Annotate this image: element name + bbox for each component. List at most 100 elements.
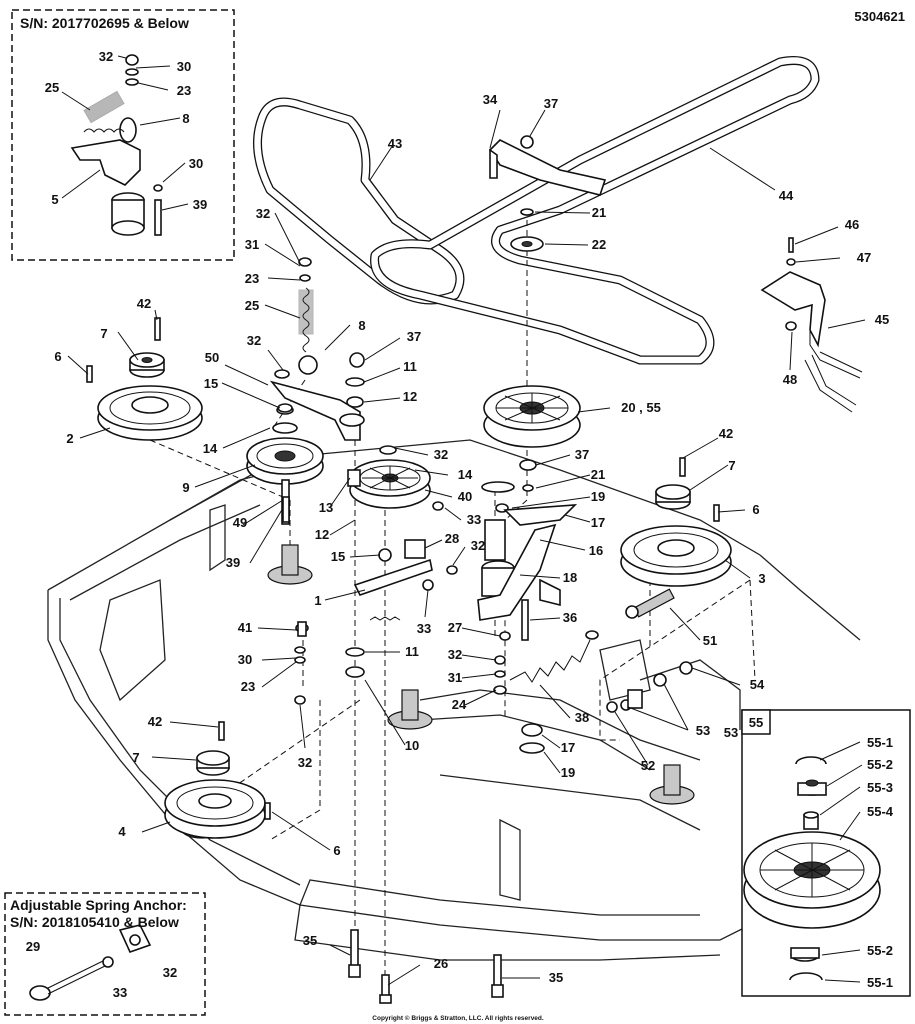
callout: 6: [54, 349, 61, 364]
callout: 41: [238, 620, 252, 635]
callout: 12: [315, 527, 329, 542]
callout: 33: [467, 512, 481, 527]
callout: 27: [448, 620, 462, 635]
inset-top-title: S/N: 2017702695 & Below: [20, 15, 189, 31]
callout: 7: [100, 326, 107, 341]
callout: 21: [592, 205, 606, 220]
callout: 32: [99, 49, 113, 64]
callout: 15: [204, 376, 218, 391]
callout: 42: [719, 426, 733, 441]
callout: 11: [403, 359, 417, 374]
callout: 14: [458, 467, 473, 482]
callout: 20 , 55: [621, 400, 661, 415]
diagram-number: 5304621: [854, 9, 905, 24]
inset-adjustable-spring-anchor: [4, 892, 206, 1016]
callout: 45: [875, 312, 889, 327]
pulley-4: [164, 721, 271, 839]
callout: 23: [177, 83, 191, 98]
belt-43: [253, 97, 465, 305]
callout: 9: [182, 480, 189, 495]
callout: 2: [66, 431, 73, 446]
callout: 33: [113, 985, 127, 1000]
callout: 32: [163, 965, 177, 980]
callout: 19: [591, 489, 605, 504]
callout: 23: [245, 271, 259, 286]
belt-44: [370, 56, 820, 365]
pulley-40: [349, 445, 431, 509]
callout: 18: [563, 570, 577, 585]
callout: 7: [132, 750, 139, 765]
callout: 51: [703, 633, 717, 648]
callout: 11: [405, 644, 419, 659]
callout: 42: [137, 296, 151, 311]
callout: 21: [591, 467, 605, 482]
callout: 8: [358, 318, 365, 333]
callout: 31: [245, 237, 259, 252]
callout: 14: [203, 441, 218, 456]
inset-sn-2017702695: [11, 9, 235, 261]
callout: 55-4: [867, 804, 894, 819]
inset-55-label: 55: [749, 715, 763, 730]
callout: 44: [779, 188, 794, 203]
callout: 55-1: [867, 735, 893, 750]
callout: 30: [177, 59, 191, 74]
callout: 22: [592, 237, 606, 252]
callout: 16: [589, 543, 603, 558]
inset-bottom-title-line1: Adjustable Spring Anchor:: [10, 897, 187, 913]
callout: 36: [563, 610, 577, 625]
callout: 55-2: [867, 757, 893, 772]
inset-bottom-title-line2: S/N: 2018105410 & Below: [10, 914, 179, 930]
callout: 4: [118, 824, 126, 839]
callout: 32: [448, 647, 462, 662]
callout: 34: [483, 92, 498, 107]
callout: 35: [549, 970, 563, 985]
callout: 29: [26, 939, 40, 954]
callout: 52: [641, 758, 655, 773]
callout: 17: [591, 515, 605, 530]
callout: 32: [256, 206, 270, 221]
pulley-2: [86, 317, 203, 441]
callout: 43: [388, 136, 402, 151]
callout: 46: [845, 217, 859, 232]
callout: 55-2: [867, 943, 893, 958]
callout: 1: [314, 593, 321, 608]
callout: 31: [448, 670, 462, 685]
callout: 48: [783, 372, 797, 387]
copyright: Copyright © Briggs & Stratton, LLC. All …: [372, 1014, 544, 1022]
mower-deck: [47, 439, 861, 961]
callout: 3: [758, 571, 765, 586]
callout: 6: [752, 502, 759, 517]
callout: 30: [189, 156, 203, 171]
callout: 19: [561, 765, 575, 780]
callout: 32: [434, 447, 448, 462]
callout: 54: [750, 677, 765, 692]
callout: 6: [333, 843, 340, 858]
callout: 13: [319, 500, 333, 515]
callout: 30: [238, 652, 252, 667]
callout: 53: [724, 725, 738, 740]
callout: 37: [575, 447, 589, 462]
callout: 12: [403, 389, 417, 404]
callout: 26: [434, 956, 448, 971]
callout: 24: [452, 697, 467, 712]
callout: 39: [226, 555, 240, 570]
callout: 53: [696, 723, 710, 738]
callout: 5: [51, 192, 58, 207]
callout: 38: [575, 710, 589, 725]
pulley-3: [620, 457, 732, 587]
callout: 28: [445, 531, 459, 546]
callout: 10: [405, 738, 419, 753]
callout: 49: [233, 515, 247, 530]
callout: 32: [247, 333, 261, 348]
callout: 55-3: [867, 780, 893, 795]
callout: 40: [458, 489, 472, 504]
callout: 37: [407, 329, 421, 344]
callout: 37: [544, 96, 558, 111]
pulley-20: [483, 385, 581, 448]
callout: 25: [245, 298, 259, 313]
callout: 39: [193, 197, 207, 212]
callout: 7: [728, 458, 735, 473]
callout: 33: [417, 621, 431, 636]
